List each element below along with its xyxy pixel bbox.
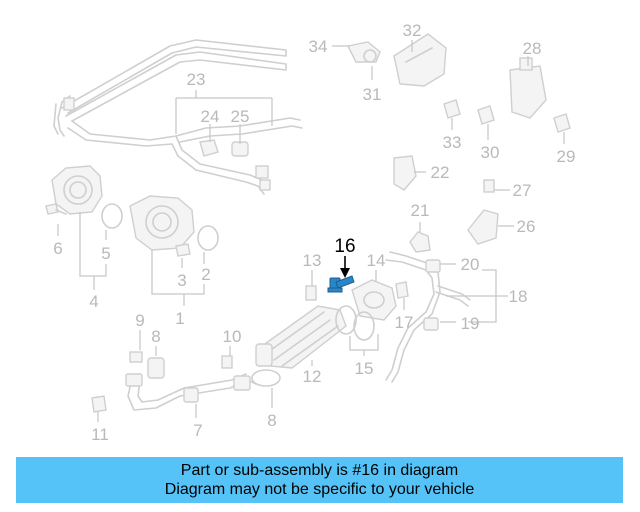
callout-13: 13: [303, 251, 322, 270]
callout-22: 22: [431, 163, 450, 182]
callout-33: 33: [443, 133, 462, 152]
bracket-32: [393, 33, 447, 87]
egr-cooler-12: [255, 305, 347, 369]
nut-33: [443, 99, 461, 119]
hard-line-assembly: [53, 39, 303, 195]
callout-7: 7: [193, 421, 202, 440]
bolt-27: [483, 179, 495, 193]
clip-24: [199, 139, 219, 157]
callout-8-left: 8: [151, 327, 160, 346]
nut-11: [91, 395, 107, 413]
callout-17: 17: [395, 313, 414, 332]
gasket-15: [335, 305, 375, 341]
callout-26: 26: [517, 217, 536, 236]
callout-18: 18: [509, 287, 528, 306]
throttle-body-upper: [51, 165, 103, 215]
bolt-6: [45, 203, 67, 215]
gasket-5: [101, 203, 123, 229]
callout-31: 31: [363, 85, 382, 104]
grommet-29: [553, 113, 571, 133]
clip-34: [346, 41, 381, 63]
callout-2: 2: [201, 265, 210, 284]
sensor-22: [393, 155, 417, 191]
gasket-8-right: [251, 369, 281, 387]
callout-4: 4: [89, 292, 98, 311]
grommet-17: [395, 281, 409, 299]
bracket-26: [467, 209, 499, 245]
callout-12: 12: [303, 367, 322, 386]
callout-29: 29: [557, 147, 576, 166]
egr-flange-14: [351, 279, 397, 321]
callout-32: 32: [403, 21, 422, 40]
callout-27: 27: [513, 181, 532, 200]
banner-line-part: Part or sub-assembly is #16 in diagram: [180, 462, 459, 479]
gasket-8-left: [147, 357, 165, 379]
callout-11: 11: [91, 425, 109, 444]
callout-24: 24: [201, 107, 220, 126]
callout-30: 30: [481, 143, 500, 162]
bolt-16-highlighted[interactable]: [327, 275, 355, 293]
callout-14: 14: [367, 251, 386, 270]
clip-25: [231, 141, 249, 157]
callout-labels: 1 2 3 4 5 6 7 8 8 9 10 11 12 13 14 15 16…: [53, 21, 575, 444]
callout-20: 20: [461, 255, 480, 274]
callout-16: 16: [334, 236, 355, 257]
banner-line-disclaimer: Diagram may not be specific to your vehi…: [164, 481, 475, 498]
callout-6: 6: [53, 239, 62, 258]
insulator-21: [409, 231, 431, 253]
callout-19: 19: [461, 314, 480, 333]
part-info-banner: Part or sub-assembly is #16 in diagram D…: [16, 457, 623, 503]
nut-9: [129, 351, 143, 363]
throttle-body-lower: [129, 195, 195, 251]
egr-pipe-7: [125, 373, 257, 411]
callout-9: 9: [135, 311, 144, 330]
bolt-10: [221, 355, 233, 369]
callout-1: 1: [175, 309, 184, 328]
egr-tube-right: [385, 251, 471, 383]
callout-10: 10: [223, 327, 242, 346]
callout-8-right: 8: [267, 411, 276, 430]
bolt-3: [175, 243, 191, 257]
callout-21: 21: [411, 201, 430, 220]
callout-34: 34: [309, 37, 328, 56]
callout-3: 3: [177, 271, 186, 290]
callout-15: 15: [355, 359, 374, 378]
callout-23: 23: [187, 70, 206, 89]
valve-28: [509, 57, 547, 119]
parts-diagram: 1 2 3 4 5 6 7 8 8 9 10 11 12 13 14 15 16…: [45, 21, 575, 444]
callout-28: 28: [523, 39, 542, 58]
callout-25: 25: [231, 107, 250, 126]
bolt-13: [305, 285, 317, 301]
gasket-2: [197, 225, 219, 251]
callout-5: 5: [101, 244, 110, 263]
sensor-30: [477, 105, 495, 125]
